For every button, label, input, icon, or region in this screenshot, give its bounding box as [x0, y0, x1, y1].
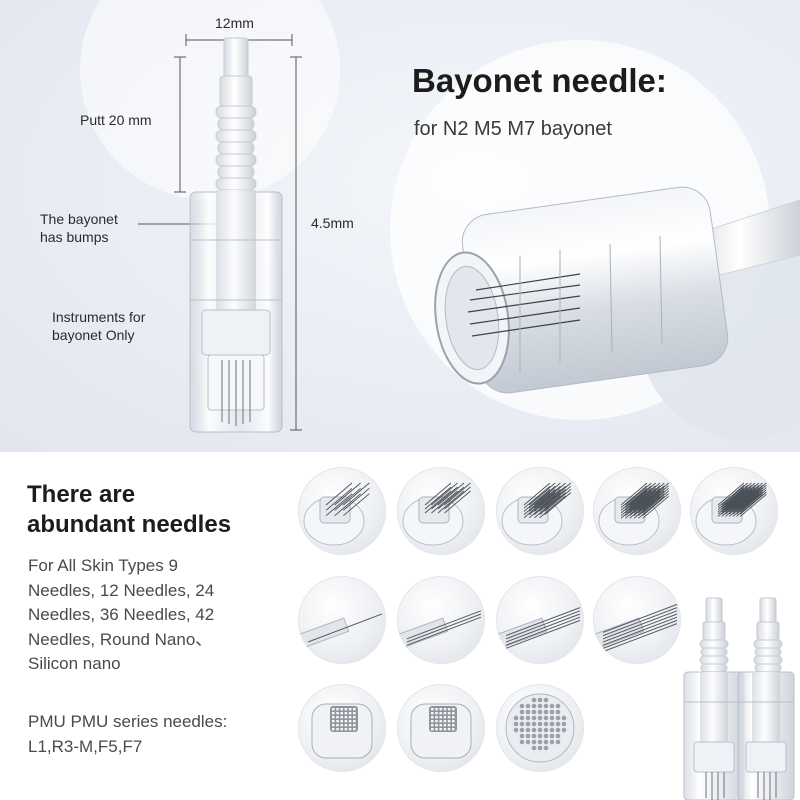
needle-thumbnail	[298, 576, 386, 664]
cartridge-illustration	[138, 34, 800, 433]
pmu-line: PMU PMU series needles:	[28, 712, 228, 731]
pmu-needle-icon	[298, 613, 383, 653]
needles-heading-line: abundant needles	[27, 511, 232, 538]
description-line: Needles, 36 Needles, 42	[28, 605, 215, 624]
pmu-line: L1,R3-M,F5,F7	[28, 737, 143, 756]
page-subtitle: for N2 M5 M7 bayonet	[414, 118, 612, 140]
pin-cluster-icon	[501, 482, 572, 546]
needle-thumbnail	[593, 467, 681, 555]
length-dimension-label: 4.5mm	[311, 215, 354, 231]
nano-needle-icon	[311, 703, 373, 759]
pin-cluster-icon	[598, 482, 669, 546]
page-title: Bayonet needle:	[412, 62, 667, 99]
bumps-callout: The bayonet has bumps	[40, 210, 118, 246]
needle-thumbnail	[593, 576, 681, 664]
bumps-callout-line: has bumps	[40, 229, 109, 245]
needle-thumbnail	[397, 576, 485, 664]
needles-heading: There are abundant needles	[27, 480, 231, 540]
needle-thumbnail	[496, 576, 584, 664]
cartridge-closeup	[434, 186, 800, 394]
instruments-callout-line: Instruments for	[52, 309, 146, 325]
pin-cluster-icon	[303, 482, 370, 546]
needle-thumbnail	[298, 684, 386, 772]
needle-types-description: For All Skin Types 9 Needles, 12 Needles…	[28, 554, 278, 677]
needle-thumbnail	[496, 684, 584, 772]
needle-cartridge	[189, 37, 283, 433]
instruments-callout-line: bayonet Only	[52, 327, 135, 343]
description-line: For All Skin Types 9	[28, 556, 178, 575]
width-dimension-label: 12mm	[215, 15, 254, 31]
needle-thumbnail	[397, 684, 485, 772]
description-line: Silicon nano	[28, 654, 121, 673]
description-line: Needles, Round Nano、	[28, 629, 213, 649]
bumps-callout-line: The bayonet	[40, 211, 118, 227]
needles-heading-line: There are	[27, 481, 136, 508]
pmu-needle-icon	[593, 603, 678, 653]
pmu-needle-icon	[496, 607, 581, 653]
pmu-description: PMU PMU series needles: L1,R3-M,F5,F7	[28, 709, 298, 759]
instruments-callout: Instruments for bayonet Only	[52, 308, 145, 344]
description-line: Needles, 12 Needles, 24	[28, 580, 215, 600]
pmu-needle-icon	[397, 610, 482, 653]
needle-thumbnail	[690, 467, 778, 555]
needle-thumbnail	[298, 467, 386, 555]
nano-needle-icon	[410, 703, 472, 759]
pin-cluster-icon	[402, 482, 471, 546]
needle-thumbnail	[397, 467, 485, 555]
pin-cluster-icon	[695, 482, 767, 546]
silicon-nano-icon	[505, 693, 575, 763]
putt-dimension-label: Putt 20 mm	[80, 112, 152, 128]
background-glow	[80, 0, 340, 200]
needle-thumbnail	[496, 467, 584, 555]
